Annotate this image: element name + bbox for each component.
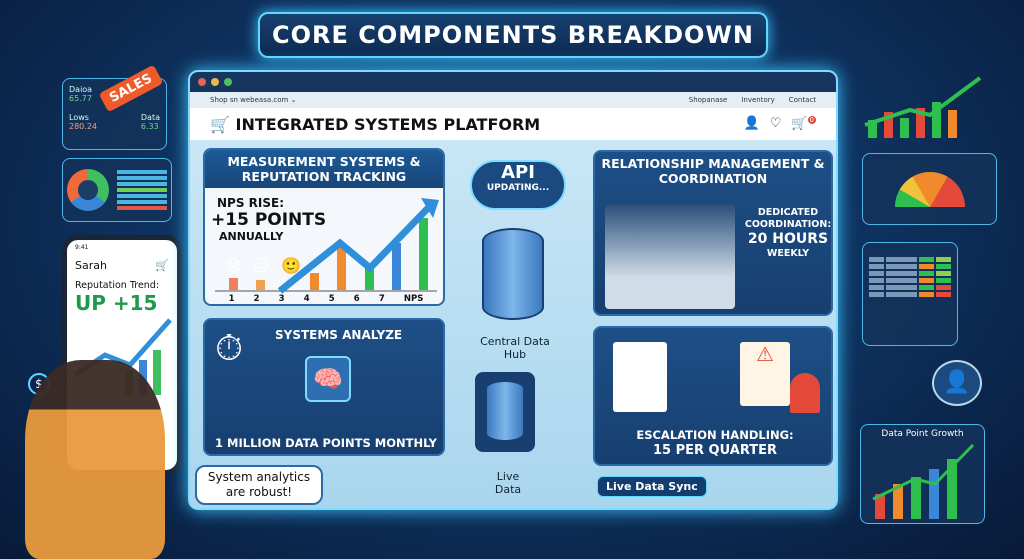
growth-bars — [872, 443, 975, 519]
donut-chart — [67, 169, 109, 211]
systems-analyze-panel: SYSTEMS ANALYZE ⏱ 🧠 1 MILLION DATA POINT… — [203, 318, 445, 456]
heart-icon[interactable]: ♡ — [769, 116, 782, 132]
nps-chart — [215, 198, 439, 294]
stopwatch-icon: ⏱ — [215, 328, 244, 369]
alarm-light-icon — [790, 373, 820, 413]
axis-tick: 7 — [378, 294, 385, 304]
growth-chart-icon — [860, 70, 1000, 140]
axis-tick: 2 — [253, 294, 260, 304]
coord-line: DEDICATED — [757, 207, 819, 218]
live-sync-badge: Live Data Sync — [597, 476, 707, 497]
relationship-panel: RELATIONSHIP MANAGEMENT & COORDINATION D… — [593, 150, 833, 316]
cart-count-badge: 0 — [807, 116, 816, 125]
user-icon[interactable]: 👤 — [743, 116, 760, 132]
woman-with-phone-illustration — [25, 360, 165, 559]
measurement-panel: MEASUREMENT SYSTEMS & REPUTATION TRACKIN… — [203, 148, 445, 306]
api-status: UPDATING... — [486, 183, 550, 193]
nav-link[interactable]: Inventory — [741, 96, 775, 104]
nps-value: +15 POINTS — [211, 210, 327, 230]
live-data-label: Live Data — [494, 470, 522, 496]
axis-tick: 4 — [303, 294, 310, 304]
panel-title: SYSTEMS ANALYZE — [275, 328, 403, 342]
escalation-value: 15 PER QUARTER — [652, 443, 777, 458]
card-title: Data Point Growth — [881, 429, 964, 439]
maximize-dot[interactable] — [224, 78, 232, 86]
brain-chip-icon: 🧠 — [305, 356, 351, 402]
site-selector[interactable]: Shop sn webeasa.com ⌄ — [210, 96, 297, 104]
api-cloud: API UPDATING... — [470, 160, 566, 210]
platform-title: INTEGRATED SYSTEMS PLATFORM — [235, 114, 541, 134]
donut-card — [62, 158, 172, 222]
warning-document-icon: ⚠ — [740, 342, 790, 406]
nav-link[interactable]: Shopanase — [688, 96, 728, 104]
escalation-panel: ⚠ ESCALATION HANDLING: 15 PER QUARTER — [593, 326, 833, 466]
database-icon — [482, 228, 544, 320]
neutral-face-icon: 😐 — [253, 256, 270, 275]
central-hub-label: Central Data Hub — [480, 335, 550, 361]
stat-value: 6.33 — [140, 122, 159, 131]
api-title: API — [501, 162, 535, 183]
gauge-icon — [894, 171, 965, 207]
phone-user-name: Sarah — [75, 259, 107, 272]
live-data-panel — [475, 372, 535, 452]
minimize-dot[interactable] — [211, 78, 219, 86]
coord-hours: 20 HOURS — [747, 231, 829, 247]
page-title: CORE COMPONENTS BREAKDOWN — [258, 12, 768, 58]
user-avatar-icon: 👤 — [932, 360, 982, 406]
axis-tick: 3 — [278, 294, 285, 304]
panel-title: MEASUREMENT SYSTEMS & REPUTATION TRACKIN… — [205, 150, 443, 188]
nav-link[interactable]: Contact — [788, 96, 816, 104]
happy-face-icon: 🙂 — [281, 256, 301, 275]
cart-logo-icon: 🛒 — [210, 114, 230, 134]
escalation-label: ESCALATION HANDLING: — [636, 428, 794, 442]
sad-face-icon: 😞 — [225, 256, 242, 275]
cart-icon[interactable]: 🛒 — [155, 259, 169, 272]
stat-label: Data — [140, 113, 160, 122]
stat-value: 280.24 — [69, 122, 97, 131]
close-dot[interactable] — [198, 78, 206, 86]
axis-tick: 1 — [228, 294, 235, 304]
coord-line: COORDINATION: — [744, 219, 832, 230]
data-table-card — [862, 242, 958, 346]
speech-bubble: System analytics are robust! — [195, 465, 323, 505]
axis-tick: 6 — [353, 294, 360, 304]
report-icon — [613, 342, 667, 412]
stat-label: Lows — [69, 113, 89, 122]
panel-title: RELATIONSHIP MANAGEMENT & COORDINATION — [601, 156, 825, 186]
phone-time: 9:41 — [75, 244, 89, 251]
axis-tick: 5 — [328, 294, 335, 304]
gauge-card — [862, 153, 997, 225]
trend-label: Reputation Trend: — [75, 280, 160, 291]
data-point-growth-card: Data Point Growth — [860, 424, 985, 524]
cart-icon[interactable]: 🛒0 — [791, 116, 816, 132]
nps-label: NPS RISE: — [217, 196, 285, 210]
workstation-illustration — [605, 204, 735, 309]
stat-value: 65.77 — [69, 94, 92, 103]
stat-label: Daioa — [69, 85, 93, 94]
nps-period: ANNUALLY — [219, 230, 284, 243]
axis-tick: NPS — [403, 294, 424, 304]
coord-line: WEEKLY — [766, 248, 810, 259]
data-points-caption: 1 MILLION DATA POINTS MONTHLY — [215, 436, 437, 450]
trend-value: UP +15 — [75, 291, 158, 315]
